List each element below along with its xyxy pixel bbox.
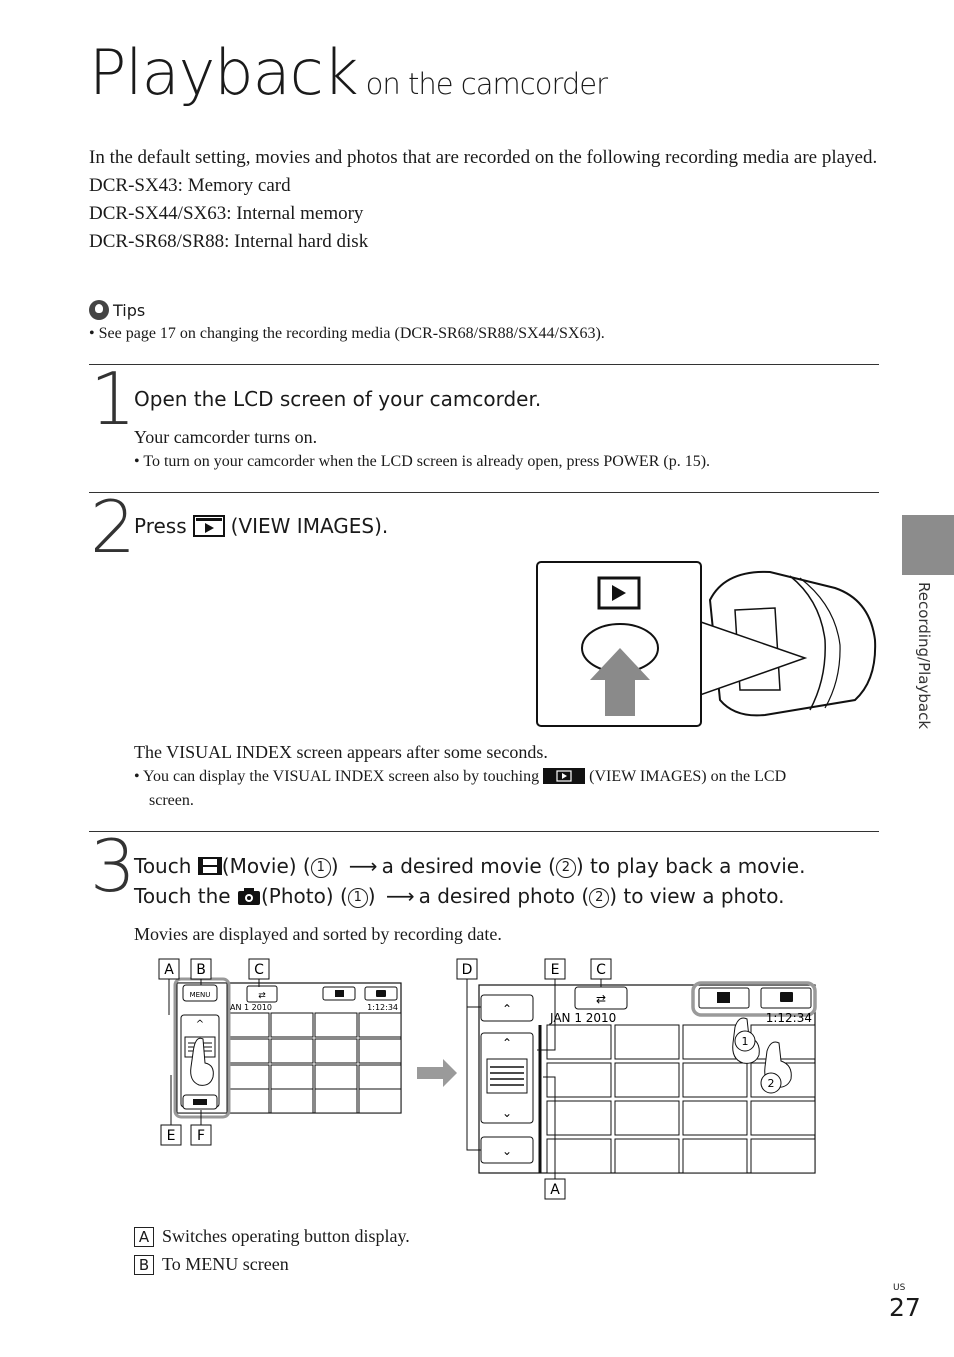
legend-text: Switches operating button display. — [162, 1226, 410, 1246]
diagram-time-large: 1:12:34 — [766, 1011, 812, 1025]
svg-text:^: ^ — [196, 1019, 204, 1030]
title-main: Playback — [89, 36, 359, 109]
svg-text:⇄: ⇄ — [596, 992, 606, 1006]
step1-body: Your camcorder turns on. — [134, 427, 318, 447]
svg-text:E: E — [167, 1128, 176, 1144]
section-label-text: Recording/Playback — [915, 582, 933, 730]
text: ) — [367, 884, 376, 908]
step2-bullet: You can display the VISUAL INDEX screen … — [134, 768, 786, 786]
diagram-circle1: 1 — [742, 1035, 749, 1048]
step-number: 2 — [90, 485, 136, 569]
diagram-date-large: JAN 1 2010 — [549, 1011, 616, 1025]
intro-line: DCR-SX43: Memory card — [89, 175, 291, 196]
legend-text: To MENU screen — [162, 1254, 289, 1274]
text: ) to view a photo. — [609, 884, 785, 908]
text: (Photo) ( — [260, 884, 348, 908]
transition-arrow — [417, 1059, 457, 1087]
step3-line2: Touch the (Photo) (1) ⟶a desired photo (… — [134, 884, 785, 908]
step2-bullet-cont: screen. — [149, 792, 194, 809]
step2-bullet-post: (VIEW IMAGES) on the LCD — [589, 768, 787, 785]
left-labels: A B C E F — [158, 958, 270, 1146]
diagram-date-small: AN 1 2010 — [230, 1003, 272, 1012]
intro-line: DCR-SX44/SX63: Internal memory — [89, 203, 364, 224]
callout-1: 1 — [310, 858, 331, 878]
view-images-icon — [543, 768, 586, 784]
svg-text:C: C — [254, 962, 264, 978]
legend-letter: A — [134, 1226, 154, 1247]
step-number: 3 — [90, 824, 136, 908]
text: ) — [330, 854, 339, 878]
large-screen: ⌃ ⌃ ⌄ ⌄ ⇄ — [478, 981, 817, 1174]
tips-label: Tips — [113, 300, 146, 320]
callout-2: 2 — [555, 858, 576, 878]
svg-text:B: B — [196, 962, 206, 978]
legend-letter: B — [134, 1254, 154, 1275]
intro-line: In the default setting, movies and photo… — [89, 147, 878, 168]
text: ) to play back a movie. — [575, 854, 806, 878]
camera-icon — [237, 888, 260, 905]
legend-item: A Switches operating button display. — [134, 1226, 410, 1247]
page-region: US — [893, 1283, 906, 1293]
text: a desired movie ( — [381, 854, 556, 878]
svg-text:A: A — [550, 1182, 560, 1198]
section-tab — [902, 515, 954, 575]
view-images-icon — [192, 515, 225, 537]
legend-item: B To MENU screen — [134, 1254, 289, 1275]
text: (Movie) ( — [221, 854, 311, 878]
step-number: 1 — [90, 357, 136, 441]
svg-text:E: E — [551, 962, 560, 978]
divider — [89, 364, 879, 365]
step2-heading-post: (VIEW IMAGES). — [230, 514, 389, 538]
svg-text:A: A — [164, 962, 174, 978]
title-sub: on the camcorder — [365, 67, 608, 101]
lightbulb-icon — [89, 300, 109, 320]
tips-heading: Tips — [89, 300, 145, 320]
divider — [89, 492, 879, 493]
right-labels: D E C A — [456, 958, 612, 1200]
page-number: 27 — [889, 1293, 921, 1322]
svg-text:⌄: ⌄ — [502, 1106, 512, 1120]
small-screen: ⇄ ^ — [173, 977, 402, 1119]
svg-text:⌃: ⌃ — [502, 1036, 512, 1050]
arrow-right-icon: ⟶ — [385, 884, 415, 908]
svg-text:⇄: ⇄ — [258, 991, 266, 1001]
text: a desired photo ( — [418, 884, 590, 908]
svg-text:⌄: ⌄ — [502, 1144, 512, 1158]
section-label: Recording/Playback — [913, 582, 937, 752]
step3-line1: Touch (Movie) (1) ⟶a desired movie (2) t… — [134, 854, 805, 878]
svg-text:C: C — [596, 962, 606, 978]
callout-1: 1 — [347, 888, 368, 908]
diagram-time-small: 1:12:34 — [367, 1003, 398, 1012]
intro-line: DCR-SR68/SR88: Internal hard disk — [89, 231, 369, 252]
tips-bullet: See page 17 on changing the recording me… — [89, 325, 605, 343]
svg-text:F: F — [197, 1128, 205, 1144]
step2-heading: Press (VIEW IMAGES). — [134, 514, 388, 538]
step2-body: The VISUAL INDEX screen appears after so… — [134, 742, 548, 762]
step1-heading: Open the LCD screen of your camcorder. — [134, 387, 542, 411]
svg-text:⌃: ⌃ — [502, 1002, 512, 1016]
divider — [89, 831, 879, 832]
step3-body: Movies are displayed and sorted by recor… — [134, 924, 502, 944]
visual-index-diagram: ⇄ ^ MENU AN 1 2010 1:12:34 A B C E F — [158, 958, 817, 1200]
text: Touch — [134, 854, 192, 878]
callout-2: 2 — [589, 888, 610, 908]
step2-bullet-pre: You can display the VISUAL INDEX screen … — [143, 768, 540, 785]
step2-heading-pre: Press — [134, 514, 187, 538]
text: Touch the — [134, 884, 231, 908]
arrow-right-icon: ⟶ — [348, 854, 378, 878]
movie-icon — [197, 857, 222, 875]
step1-bullet: To turn on your camcorder when the LCD s… — [134, 453, 710, 471]
diagram-circle2: 2 — [768, 1077, 775, 1090]
svg-text:D: D — [462, 962, 473, 978]
camcorder-illustration — [536, 561, 877, 727]
diagram-menu-text: MENU — [190, 991, 211, 999]
intro-text: In the default setting, movies and photo… — [89, 144, 879, 256]
